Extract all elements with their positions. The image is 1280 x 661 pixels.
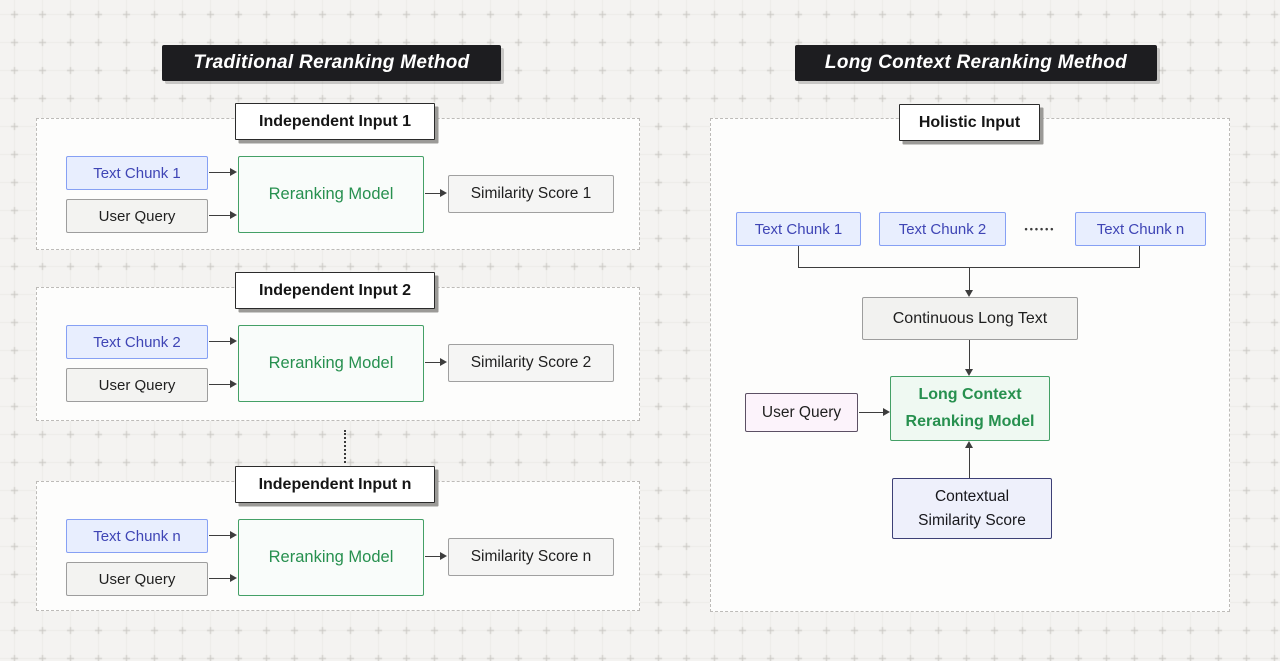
arrow-score-to-long-context-model <box>965 441 974 478</box>
holistic-text-chunk-n-node: Text Chunk n <box>1075 212 1206 246</box>
independent-input-n-label: Independent Input n <box>235 466 435 503</box>
merge-bracket-connector <box>798 246 1140 268</box>
similarity-score-n-node: Similarity Score n <box>448 538 614 576</box>
arrow-modeln-to-score <box>425 552 447 561</box>
arrow-chunk1-to-model <box>209 168 237 177</box>
text-chunk-n-node: Text Chunk n <box>66 519 208 553</box>
horizontal-ellipsis-icon: •••••• <box>1024 224 1056 234</box>
arrow-bracket-to-long-text <box>965 268 974 297</box>
holistic-input-label: Holistic Input <box>899 104 1040 141</box>
contextual-similarity-score-node: Contextual Similarity Score <box>892 478 1052 539</box>
reranking-model-node-2: Reranking Model <box>238 325 424 402</box>
text-chunk-1-node: Text Chunk 1 <box>66 156 208 190</box>
user-query-node-1: User Query <box>66 199 208 233</box>
holistic-text-chunk-2-node: Text Chunk 2 <box>879 212 1006 246</box>
text-chunk-2-node: Text Chunk 2 <box>66 325 208 359</box>
user-query-node-2: User Query <box>66 368 208 402</box>
reranking-model-node-1: Reranking Model <box>238 156 424 233</box>
reranking-model-node-n: Reranking Model <box>238 519 424 596</box>
similarity-score-2-node: Similarity Score 2 <box>448 344 614 382</box>
continuous-long-text-node: Continuous Long Text <box>862 297 1078 340</box>
holistic-user-query-node: User Query <box>745 393 858 432</box>
arrow-model2-to-score <box>425 358 447 367</box>
title-traditional-method: Traditional Reranking Method <box>162 45 501 81</box>
vertical-ellipsis-icon <box>344 430 346 463</box>
user-query-node-n: User Query <box>66 562 208 596</box>
arrow-queryn-to-model <box>209 574 237 583</box>
independent-input-2-label: Independent Input 2 <box>235 272 435 309</box>
arrow-long-text-to-model <box>965 340 974 376</box>
arrow-query2-to-model <box>209 380 237 389</box>
holistic-text-chunk-1-node: Text Chunk 1 <box>736 212 861 246</box>
similarity-score-1-node: Similarity Score 1 <box>448 175 614 213</box>
title-long-context-method: Long Context Reranking Method <box>795 45 1157 81</box>
arrow-model1-to-score <box>425 189 447 198</box>
arrow-query-to-long-context-model <box>859 408 890 417</box>
arrow-chunkn-to-model <box>209 531 237 540</box>
independent-input-1-label: Independent Input 1 <box>235 103 435 140</box>
arrow-chunk2-to-model <box>209 337 237 346</box>
long-context-reranking-model-node: Long Context Reranking Model <box>890 376 1050 441</box>
arrow-query1-to-model <box>209 211 237 220</box>
